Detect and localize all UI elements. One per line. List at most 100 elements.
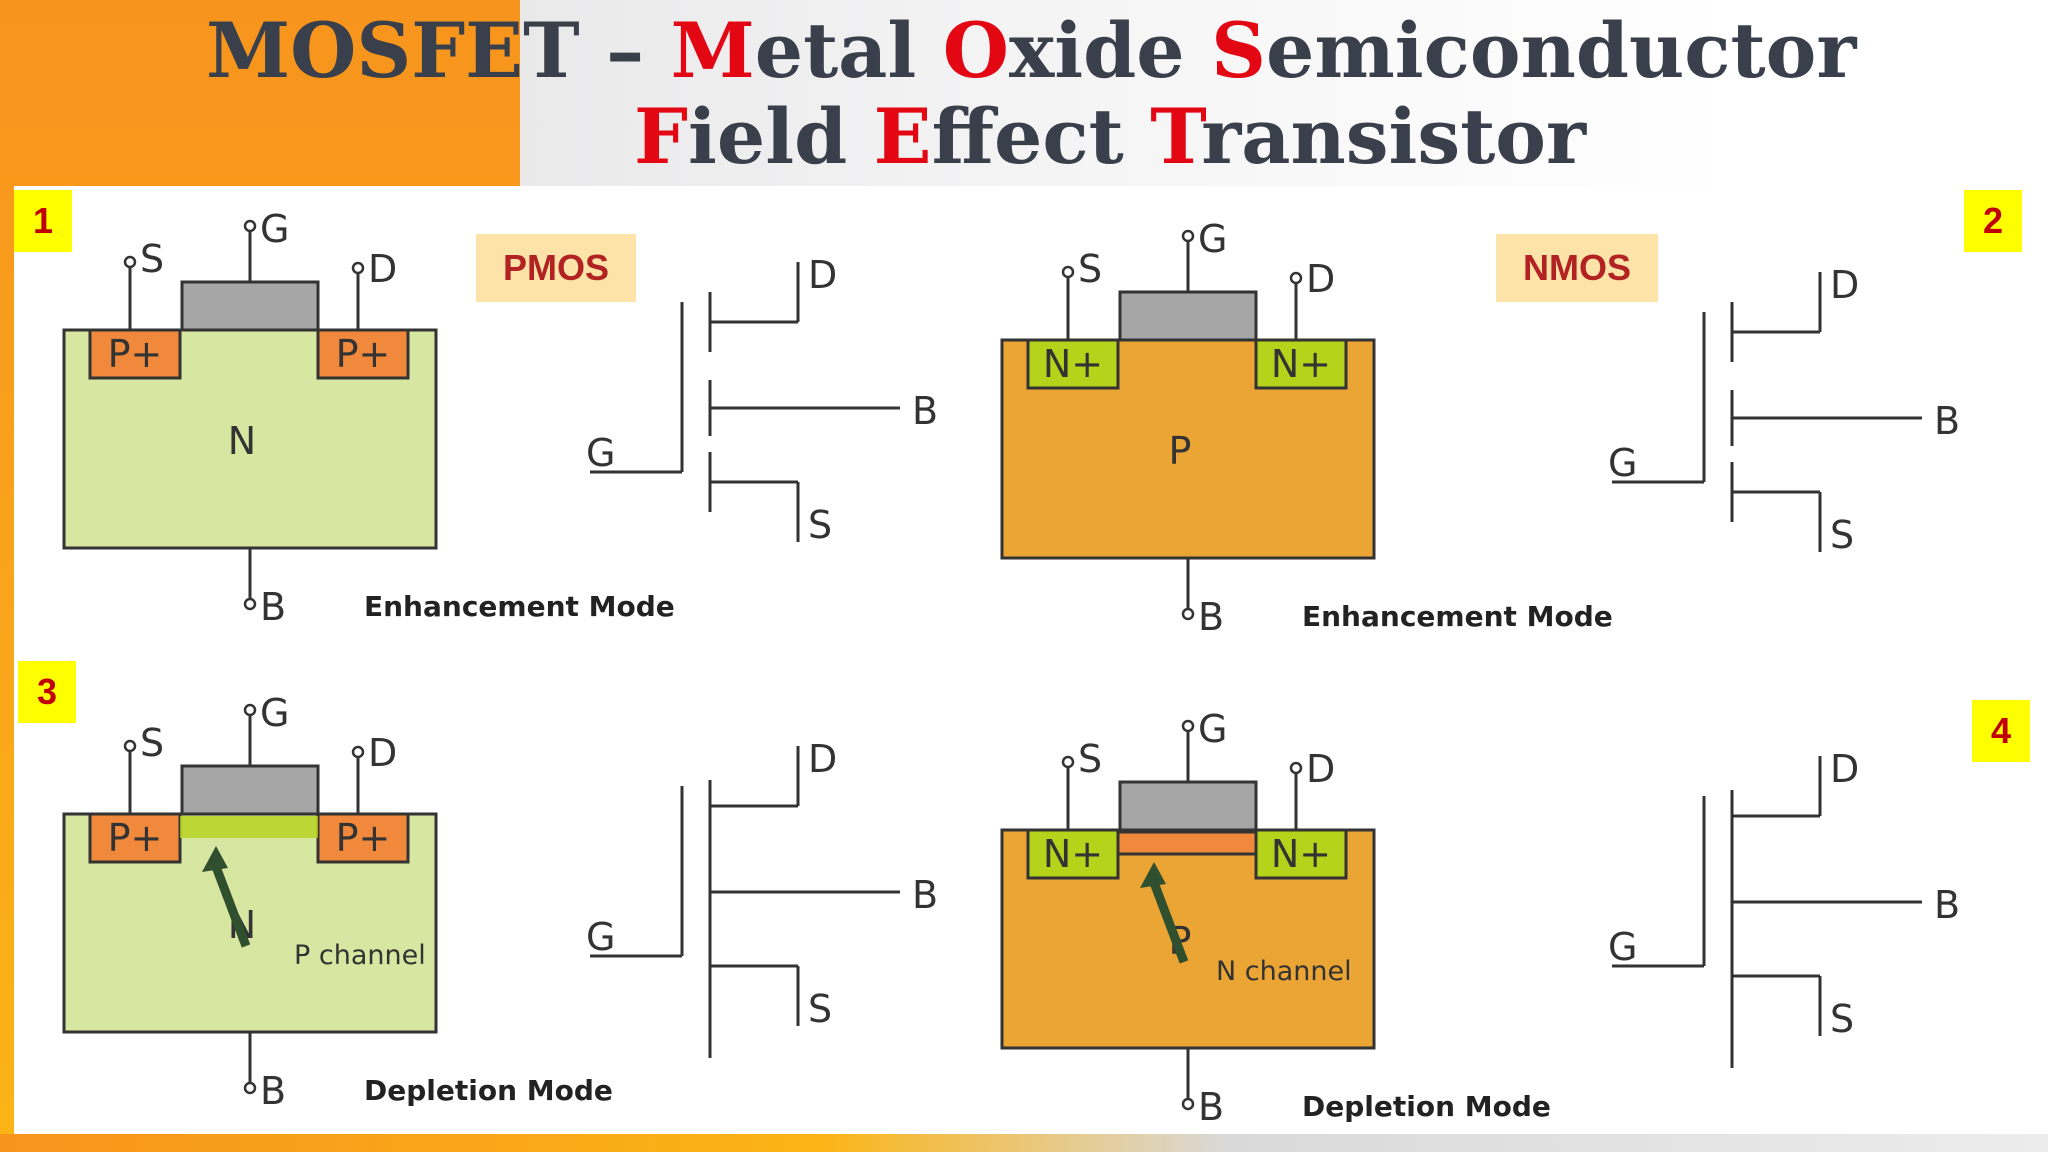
- title-line-1: MOSFET – Metal Oxide Semiconductor: [206, 8, 1856, 94]
- symbol-drain-label: D: [808, 253, 837, 297]
- mode-label: Depletion Mode: [1302, 1090, 1551, 1123]
- drain-diffusion: [1254, 338, 1348, 390]
- source-terminal: [1061, 755, 1075, 769]
- title-segment: xide: [1008, 6, 1212, 95]
- title-line-2: Field Effect Transistor: [634, 94, 1586, 180]
- body-terminal: [243, 597, 257, 611]
- channel-region: [180, 816, 318, 838]
- panel-badge-4: 4: [1972, 700, 2030, 762]
- drain-terminal: [351, 261, 365, 275]
- nmos-label: NMOS: [1496, 234, 1658, 302]
- source-diffusion: [88, 812, 182, 864]
- body-terminal-label: B: [260, 585, 286, 629]
- drain-diffusion: [316, 328, 410, 380]
- title-segment: ransistor: [1201, 92, 1587, 181]
- source-diffusion: [1026, 828, 1120, 880]
- pmos-label: PMOS: [476, 234, 636, 302]
- substrate-label: N: [228, 419, 256, 463]
- source-diffusion: [88, 328, 182, 380]
- body-terminal-label: B: [1198, 595, 1224, 639]
- gate-terminal-label: G: [1198, 707, 1227, 751]
- gate-terminal: [1181, 229, 1195, 243]
- source-terminal-label: S: [140, 237, 164, 281]
- drain-terminal-label: D: [368, 247, 397, 291]
- panel-badge-2: 2: [1964, 190, 2022, 252]
- channel-arrow-shaft: [210, 862, 251, 948]
- title-segment: ield: [687, 92, 874, 181]
- gate-terminal: [243, 703, 257, 717]
- title-segment: E: [873, 92, 932, 181]
- symbol-gate-label: G: [586, 915, 615, 959]
- title-segment: S: [1211, 6, 1266, 95]
- substrate-label: P: [1169, 429, 1192, 473]
- title-segment: MOSFET –: [206, 6, 671, 95]
- gate-block: [180, 764, 320, 816]
- drain-diffusion-label: P+: [336, 332, 391, 376]
- body-terminal-label: B: [1198, 1085, 1224, 1129]
- symbol-source-label: S: [1830, 997, 1854, 1041]
- source-terminal: [1061, 265, 1075, 279]
- symbol-source-label: S: [1830, 513, 1854, 557]
- symbol-body-label: B: [1934, 883, 1960, 927]
- symbol-drain-label: D: [808, 737, 837, 781]
- symbol-body-label: B: [912, 389, 938, 433]
- mode-label: Enhancement Mode: [1302, 600, 1613, 633]
- channel-arrow-head: [202, 846, 228, 872]
- drain-terminal: [1289, 271, 1303, 285]
- diagram-card: 1 2 3 4 PMOS NMOS P+ P+ N G S D B Enhancement M…: [14, 186, 2038, 1134]
- channel-arrow-shaft: [1148, 878, 1189, 964]
- drain-diffusion-label: N+: [1271, 342, 1331, 386]
- bottom-accent-band: [0, 1134, 2048, 1152]
- source-diffusion-label: P+: [108, 332, 163, 376]
- body-terminal: [1181, 607, 1195, 621]
- gate-terminal-label: G: [260, 207, 289, 251]
- panel-badge-3: 3: [18, 661, 76, 723]
- source-diffusion: [1026, 338, 1120, 390]
- channel-arrow-head: [1140, 862, 1166, 888]
- gate-terminal: [243, 219, 257, 233]
- body-terminal: [1181, 1097, 1195, 1111]
- drain-terminal-label: D: [1306, 257, 1335, 301]
- source-terminal-label: S: [1078, 737, 1102, 781]
- channel-label: N channel: [1216, 956, 1352, 987]
- channel-region: [1116, 830, 1258, 856]
- grey-header-band: [520, 0, 2048, 190]
- title-segment: T: [1150, 92, 1202, 181]
- drain-terminal-label: D: [368, 731, 397, 775]
- title-segment: O: [942, 6, 1009, 95]
- channel-label: P channel: [294, 940, 426, 971]
- source-terminal: [123, 255, 137, 269]
- symbol-source-label: S: [808, 987, 832, 1031]
- drain-diffusion-label: N+: [1271, 832, 1331, 876]
- mode-label: Enhancement Mode: [364, 590, 675, 623]
- mode-label: Depletion Mode: [364, 1074, 613, 1107]
- drain-terminal: [1289, 761, 1303, 775]
- gate-terminal: [1181, 719, 1195, 733]
- gate-block: [1118, 780, 1258, 832]
- body-terminal-label: B: [260, 1069, 286, 1113]
- panel-badge-1: 1: [14, 190, 72, 252]
- symbol-drain-label: D: [1830, 747, 1859, 791]
- source-terminal: [123, 739, 137, 753]
- drain-terminal: [351, 745, 365, 759]
- title-segment: F: [634, 92, 688, 181]
- source-terminal-label: S: [1078, 247, 1102, 291]
- gate-terminal-label: G: [1198, 217, 1227, 261]
- drain-diffusion: [316, 812, 410, 864]
- source-diffusion-label: P+: [108, 816, 163, 860]
- title-segment: etal: [754, 6, 943, 95]
- gate-block: [1118, 290, 1258, 342]
- gate-block: [180, 280, 320, 332]
- source-diffusion-label: N+: [1043, 832, 1103, 876]
- drain-diffusion-label: P+: [336, 816, 391, 860]
- symbol-gate-label: G: [1608, 925, 1637, 969]
- source-diffusion-label: N+: [1043, 342, 1103, 386]
- symbol-drain-label: D: [1830, 263, 1859, 307]
- symbol-source-label: S: [808, 503, 832, 547]
- drain-terminal-label: D: [1306, 747, 1335, 791]
- gate-terminal-label: G: [260, 691, 289, 735]
- source-terminal-label: S: [140, 721, 164, 765]
- symbol-gate-label: G: [1608, 441, 1637, 485]
- body-terminal: [243, 1081, 257, 1095]
